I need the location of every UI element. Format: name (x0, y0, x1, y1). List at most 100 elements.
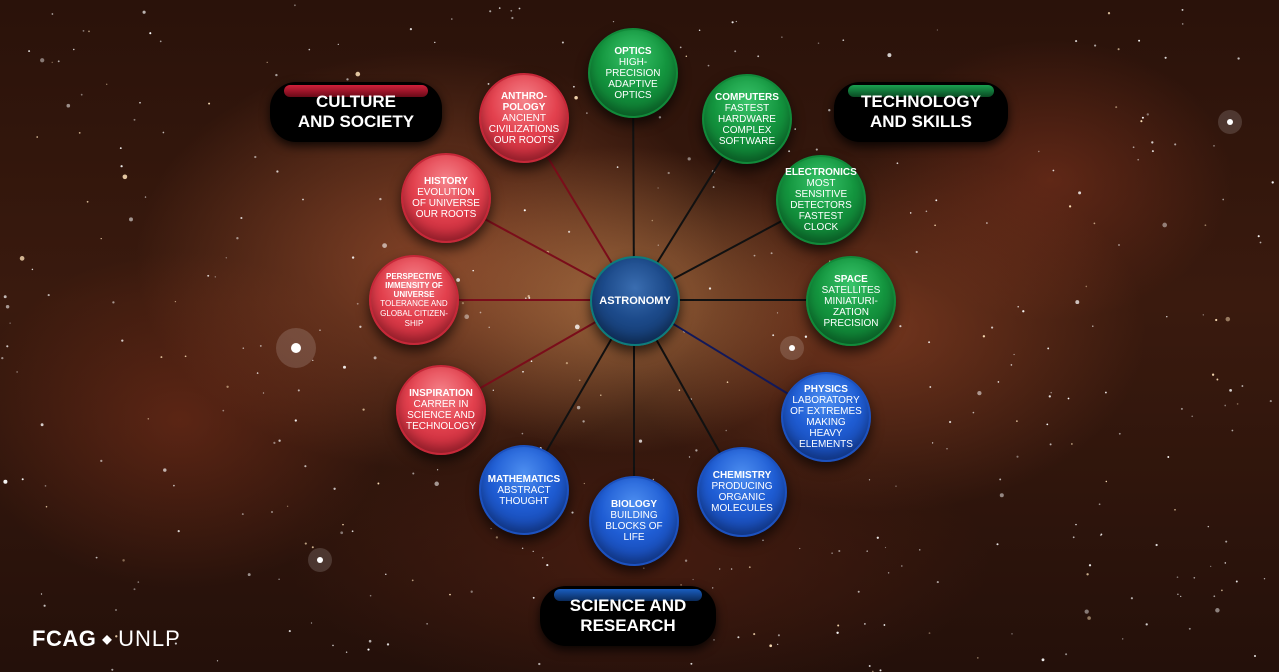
star (1180, 407, 1183, 410)
star (946, 448, 948, 450)
star (1181, 23, 1184, 25)
star (47, 294, 50, 297)
bright-star (1227, 119, 1233, 125)
star (451, 18, 453, 20)
star (986, 222, 988, 224)
star (308, 48, 311, 51)
inspiration-node: INSPIRATION CARRER IN SCIENCE AND TECHNO… (396, 365, 486, 455)
perspective-node: PERSPECTIVE IMMENSITY OF UNIVERSE TOLERA… (369, 255, 459, 345)
star (713, 639, 715, 641)
star (373, 356, 377, 360)
star (781, 36, 783, 38)
star (1176, 576, 1179, 579)
star (304, 465, 307, 468)
star (925, 210, 928, 213)
star (522, 370, 524, 373)
star (1151, 150, 1154, 153)
star (266, 61, 268, 64)
star (1118, 244, 1120, 246)
star (1211, 373, 1215, 376)
star (490, 527, 492, 530)
star (1, 356, 4, 360)
star (312, 359, 314, 361)
star (518, 7, 521, 10)
star (734, 50, 737, 53)
mathematics-node: MATHEMATICS ABSTRACT THOUGHT (479, 445, 569, 535)
star (139, 101, 141, 104)
star (532, 550, 534, 553)
star (1092, 325, 1094, 327)
star (174, 642, 177, 645)
star (931, 442, 934, 444)
star (379, 197, 382, 201)
star (332, 644, 334, 647)
star (735, 20, 737, 23)
star (530, 360, 533, 362)
star (1013, 353, 1015, 356)
star (731, 21, 734, 24)
electronics-node: ELECTRONICS MOST SENSITIVE DETECTORS FAS… (776, 155, 866, 245)
star (1047, 347, 1050, 350)
star (294, 4, 296, 7)
anthropology-desc: ANCIENT CIVILIZATIONS OUR ROOTS (488, 112, 560, 146)
star (1215, 608, 1220, 613)
star (794, 128, 796, 130)
star (1085, 285, 1088, 288)
star (748, 566, 751, 569)
star (999, 493, 1004, 498)
star (1010, 364, 1013, 366)
star (119, 147, 122, 149)
star (226, 385, 229, 388)
star (546, 564, 549, 567)
star (311, 546, 314, 549)
star (678, 389, 681, 391)
star (788, 150, 791, 153)
star (1115, 106, 1118, 109)
star (884, 546, 887, 549)
mathematics-desc: ABSTRACT THOUGHT (497, 484, 551, 507)
star (487, 82, 490, 85)
star (111, 668, 114, 671)
star (726, 381, 729, 384)
star (495, 536, 499, 539)
star (1022, 310, 1025, 313)
star (304, 542, 307, 545)
star (1225, 316, 1231, 322)
star (1138, 39, 1141, 42)
star (561, 41, 564, 44)
star (1155, 543, 1158, 547)
star (82, 29, 85, 32)
star (909, 212, 912, 214)
star (359, 325, 362, 328)
star (928, 632, 931, 634)
star (1075, 40, 1078, 43)
star (51, 61, 53, 63)
star (57, 60, 60, 63)
star (240, 216, 243, 220)
star (1141, 116, 1144, 119)
star (436, 469, 439, 471)
star (523, 209, 526, 212)
star (972, 411, 975, 414)
star (915, 250, 918, 254)
star (864, 623, 866, 625)
star (28, 50, 31, 53)
star (817, 42, 820, 44)
star (685, 55, 688, 58)
star (719, 568, 721, 570)
star (542, 557, 544, 559)
anthropology-title: ANTHRO-POLOGY (500, 90, 548, 113)
star (302, 198, 304, 201)
star (340, 531, 344, 535)
optics-desc: HIGH-PRECISION ADAPTIVE OPTICS (605, 56, 661, 101)
star (470, 590, 473, 593)
star (679, 46, 682, 49)
star (1072, 536, 1075, 539)
star (434, 481, 439, 487)
star (1202, 314, 1204, 316)
star (638, 439, 643, 443)
star (1151, 141, 1154, 144)
star (489, 10, 492, 13)
star (1104, 391, 1107, 394)
star (184, 355, 187, 358)
